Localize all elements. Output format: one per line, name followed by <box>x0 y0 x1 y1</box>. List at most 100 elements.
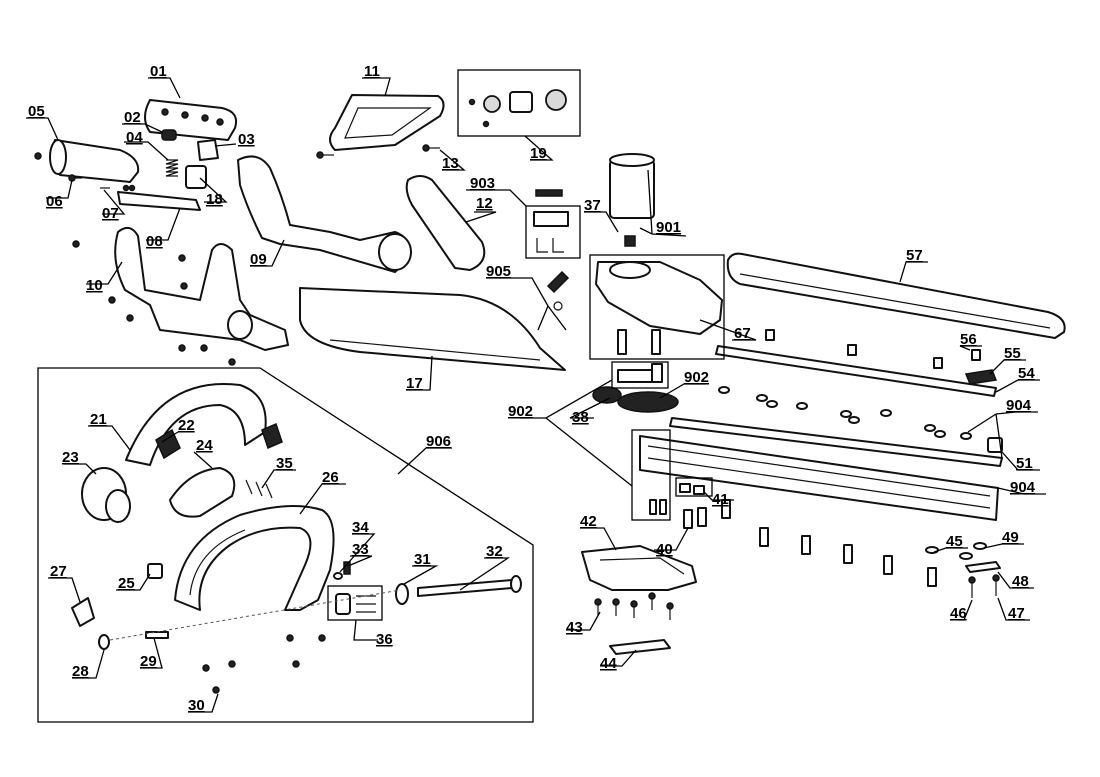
box-36 <box>327 585 383 621</box>
label-45: 45 <box>946 533 963 550</box>
label-09: 09 <box>250 251 267 268</box>
label-03: 03 <box>238 131 255 148</box>
part-number-labels: 01 02 03 04 05 06 07 08 09 10 11 12 13 1… <box>28 63 1036 714</box>
label-06: 06 <box>46 193 63 210</box>
part-10-handle-housing <box>114 226 289 351</box>
label-32: 32 <box>486 543 503 560</box>
part-11-screw <box>316 151 334 159</box>
part-48-plate <box>965 561 1001 573</box>
part-13-screw <box>422 144 440 152</box>
part-41-pins <box>649 483 705 515</box>
part-26-loop-handle <box>174 505 335 611</box>
part-903-brackets <box>533 189 569 253</box>
part-56-screws <box>765 329 981 369</box>
label-07: 07 <box>102 205 119 222</box>
part-42-gear-case <box>581 545 697 591</box>
part-25-clip <box>147 563 163 579</box>
label-36: 36 <box>376 631 393 648</box>
part-902-gear-parts <box>617 363 663 383</box>
label-33: 33 <box>352 541 369 558</box>
label-47: 47 <box>1008 605 1025 622</box>
part-blade-lower <box>639 435 999 521</box>
label-10: 10 <box>86 277 103 294</box>
label-41: 41 <box>712 491 729 508</box>
part-46-47-screws <box>968 574 1000 598</box>
part-09-handle-housing <box>237 155 412 273</box>
box-903 <box>525 205 581 259</box>
part-07-pins <box>100 184 136 192</box>
part-54-rail <box>715 345 997 397</box>
box-906 <box>37 367 534 723</box>
part-36-lock-kit <box>335 593 376 615</box>
part-30-screws <box>202 634 326 694</box>
label-24: 24 <box>196 437 213 454</box>
label-903: 903 <box>470 175 495 192</box>
label-906: 906 <box>426 433 451 450</box>
part-24-clamp <box>169 467 236 518</box>
label-26: 26 <box>322 469 339 486</box>
label-44: 44 <box>600 655 617 672</box>
box-67 <box>589 254 725 360</box>
label-40: 40 <box>656 541 673 558</box>
label-56: 56 <box>960 331 977 348</box>
part-18-switch <box>185 165 207 189</box>
box-19 <box>457 69 581 137</box>
label-28: 28 <box>72 663 89 680</box>
part-55-tip <box>964 369 998 385</box>
label-13: 13 <box>442 155 459 172</box>
label-01: 01 <box>150 63 167 80</box>
label-42: 42 <box>580 513 597 530</box>
label-901: 901 <box>656 219 681 236</box>
label-25: 25 <box>118 575 135 592</box>
label-67: 67 <box>734 325 751 342</box>
part-17-blade-guard <box>299 287 566 371</box>
label-21: 21 <box>90 411 107 428</box>
label-905: 905 <box>486 263 511 280</box>
label-22: 22 <box>178 417 195 434</box>
label-19: 19 <box>530 145 547 162</box>
part-blade-upper <box>669 417 1003 467</box>
part-03-clip <box>197 139 219 161</box>
part-51-end-cap <box>987 437 1003 453</box>
part-49-nut <box>973 542 987 550</box>
part-22-spring <box>155 422 283 460</box>
label-38: 38 <box>572 409 589 426</box>
label-27: 27 <box>50 563 67 580</box>
label-55: 55 <box>1004 345 1021 362</box>
label-46: 46 <box>950 605 967 622</box>
label-31: 31 <box>414 551 431 568</box>
part-11-guard <box>329 94 445 151</box>
label-18: 18 <box>206 191 223 208</box>
label-904-upper: 904 <box>1006 397 1032 414</box>
part-905-spring <box>546 270 570 311</box>
label-17: 17 <box>406 375 423 392</box>
part-02-spring <box>161 129 177 141</box>
part-27-knob <box>71 597 95 627</box>
part-67-gear-housing <box>595 261 723 355</box>
part-12-top-cover <box>405 175 486 271</box>
part-10-screws <box>72 240 236 366</box>
label-57: 57 <box>906 247 923 264</box>
label-902-right: 902 <box>684 369 709 386</box>
part-35-screws <box>245 479 273 499</box>
label-49: 49 <box>1002 529 1019 546</box>
part-904-spacers <box>718 386 972 440</box>
part-29-bolt <box>145 631 169 639</box>
part-57-cover <box>726 252 1066 339</box>
label-51: 51 <box>1016 455 1033 472</box>
label-904-lower: 904 <box>1010 479 1036 496</box>
label-34: 34 <box>352 519 369 536</box>
label-02: 02 <box>124 109 141 126</box>
label-08: 08 <box>146 233 163 250</box>
part-23-clamp <box>81 467 131 523</box>
label-29: 29 <box>140 653 157 670</box>
box-902 <box>611 361 669 389</box>
label-23: 23 <box>62 449 79 466</box>
part-38-gear <box>592 386 622 404</box>
part-08-lever <box>117 191 201 211</box>
label-902-left: 902 <box>508 403 533 420</box>
part-31-washer <box>395 583 409 605</box>
label-05: 05 <box>28 103 45 120</box>
box-41 <box>631 429 671 521</box>
